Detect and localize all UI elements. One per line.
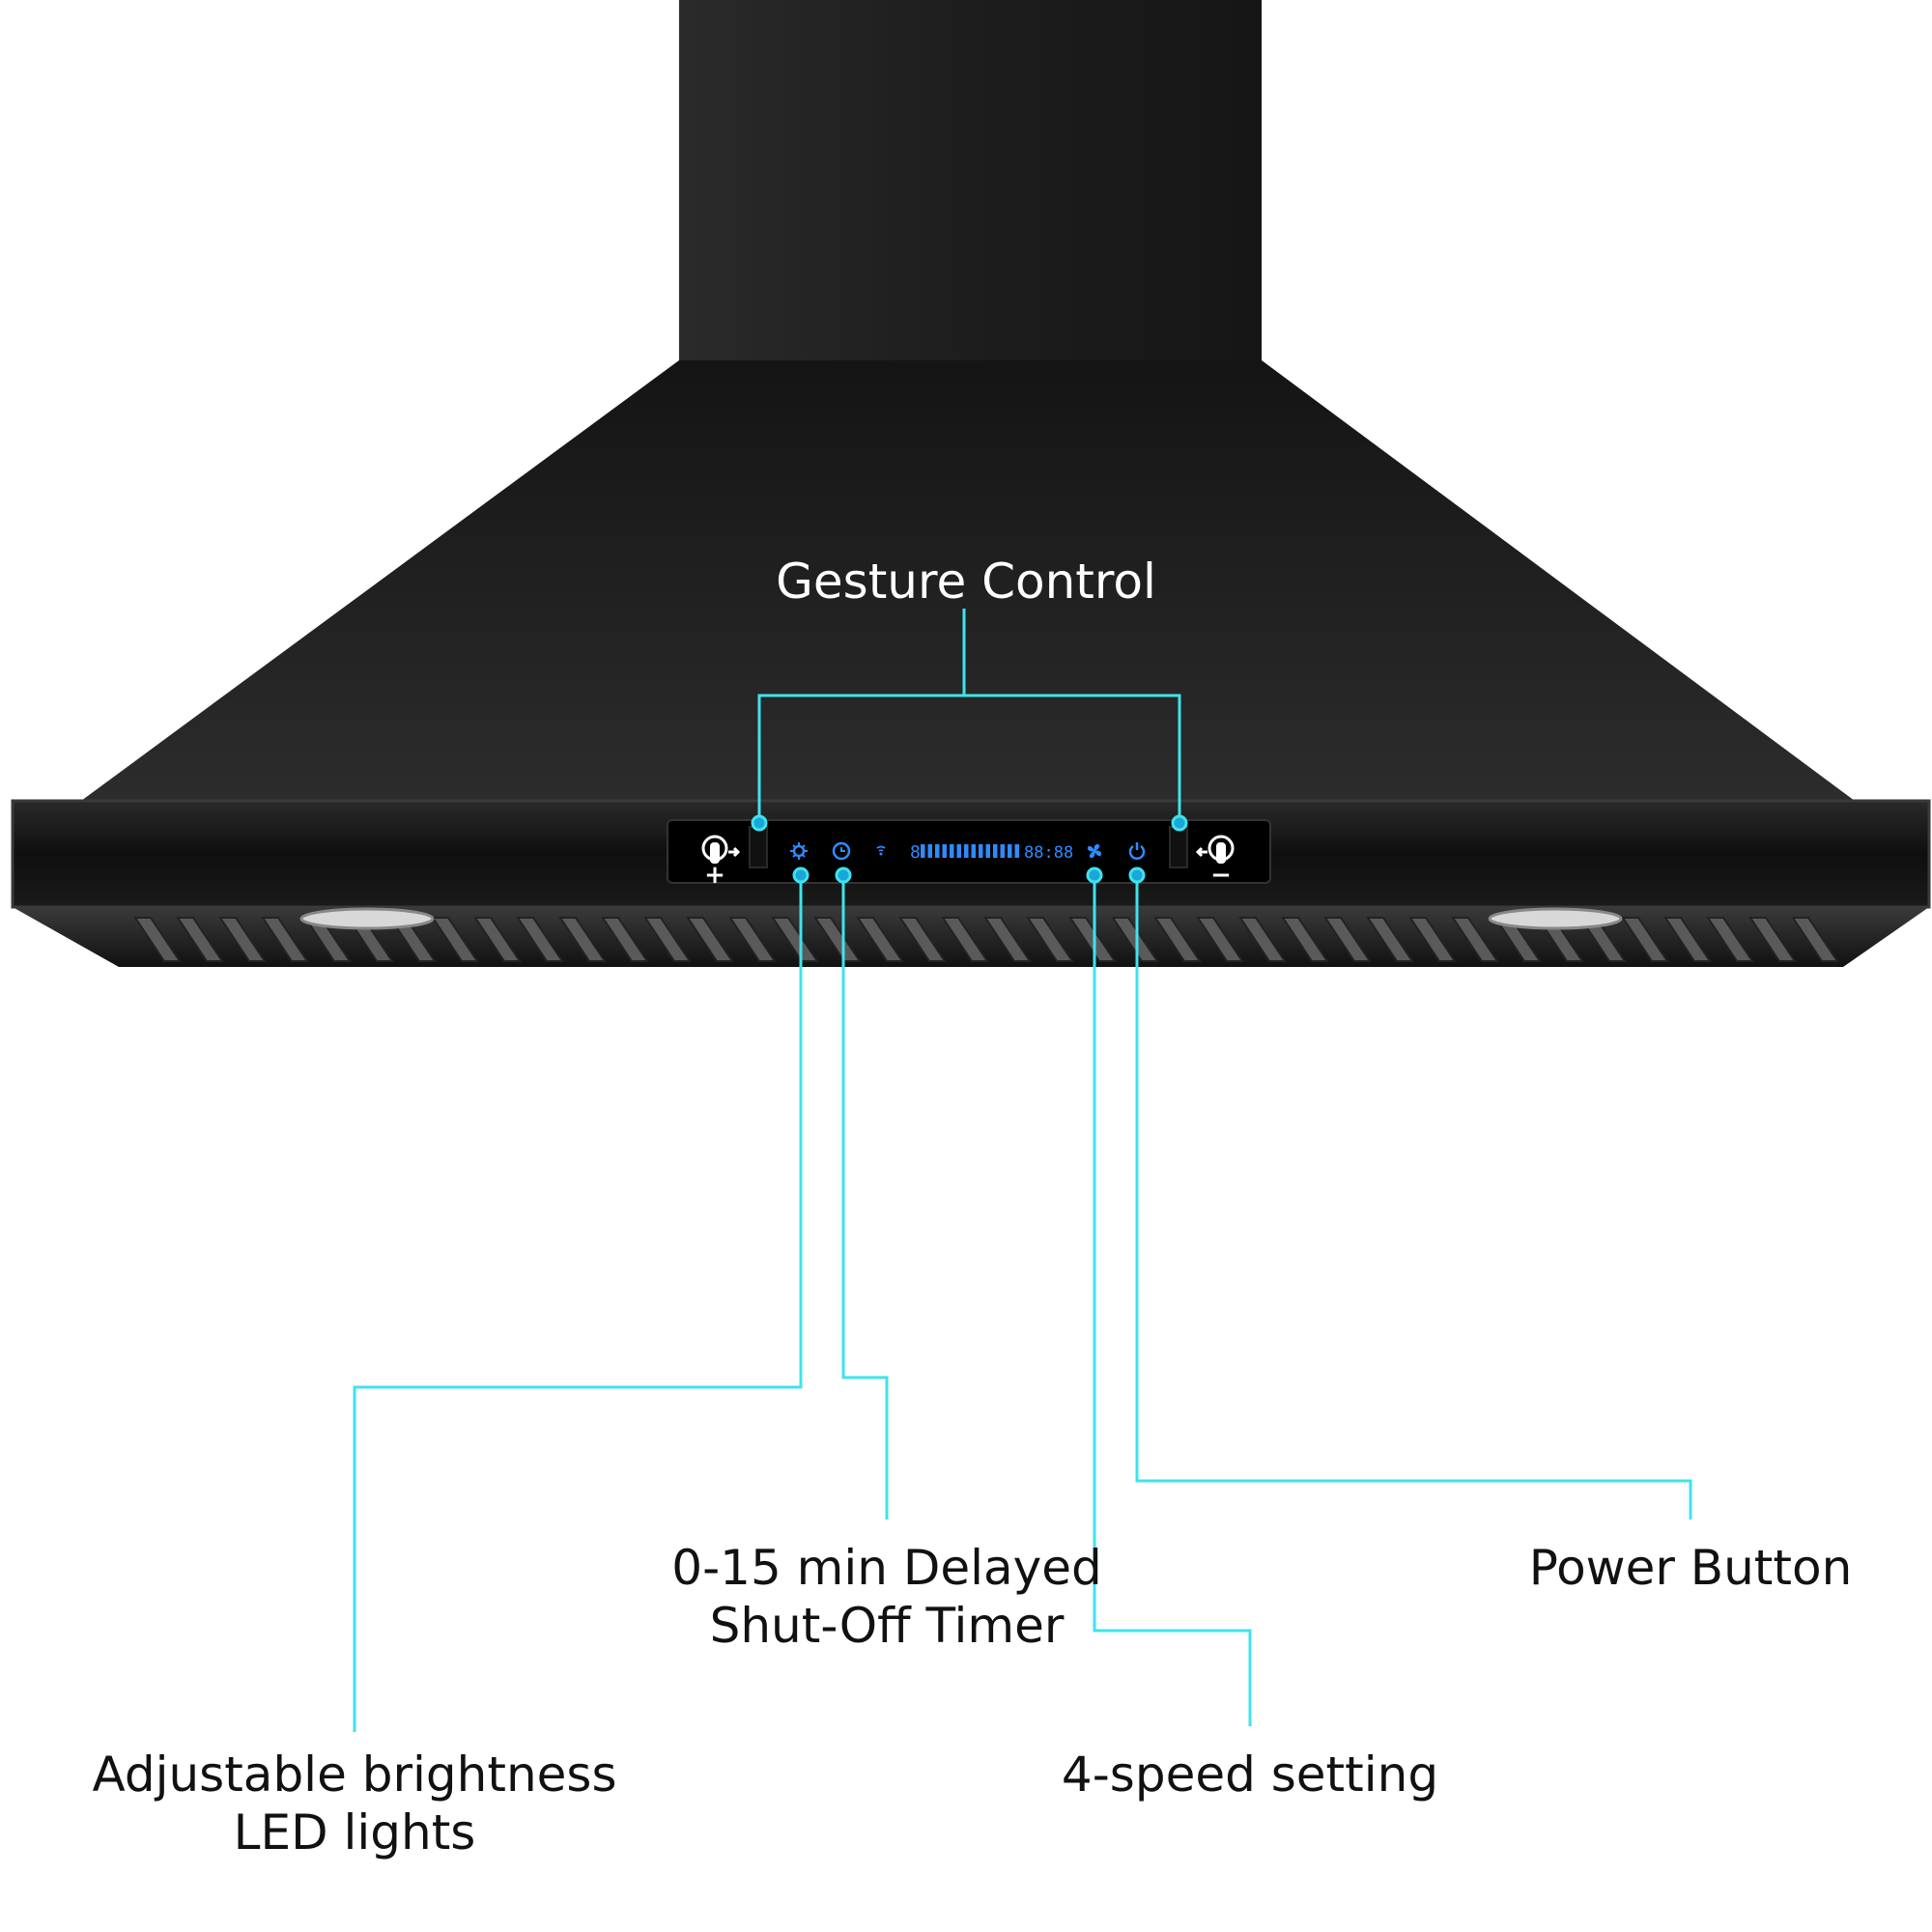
callout-dots	[751, 814, 1188, 884]
baffle-slat	[1451, 917, 1499, 962]
baffle-slat	[643, 917, 692, 962]
level-bar	[921, 844, 925, 858]
timer-label: 0-15 min Delayed Shut-Off Timer	[636, 1539, 1138, 1655]
baffle-slat	[1068, 917, 1117, 962]
gesture-hand-left-icon: +	[701, 835, 741, 890]
baffle-slat	[1153, 917, 1202, 962]
light-dot	[792, 867, 810, 884]
timer-label-line1: 0-15 min Delayed	[671, 1540, 1102, 1596]
power-dot	[1128, 867, 1146, 884]
level-bar	[964, 844, 969, 858]
baffle-slat	[558, 917, 607, 962]
baffle-slat	[431, 917, 479, 962]
baffle-slat	[1706, 917, 1754, 962]
level-bar	[985, 844, 990, 858]
baffle-slat	[1791, 917, 1839, 962]
timer-icon[interactable]	[832, 841, 851, 861]
gesture-minus-label: −	[1210, 861, 1232, 890]
baffle-slat	[1748, 917, 1797, 962]
level-bar	[1014, 844, 1019, 858]
baffle-slat	[1621, 917, 1669, 962]
baffle-slat	[1238, 917, 1287, 962]
baffle-slat	[1366, 917, 1414, 962]
speed-level-bars	[921, 844, 1019, 858]
baffle-slat	[218, 917, 267, 962]
baffle-slat	[941, 917, 989, 962]
gesture-sensor-right	[1169, 826, 1188, 868]
power-icon[interactable]	[1128, 842, 1146, 860]
baffle-slat	[856, 917, 904, 962]
gesture-sensor-left	[749, 826, 768, 868]
baffle-slat	[983, 917, 1032, 962]
wifi-icon	[876, 845, 886, 856]
baffle-slat	[176, 917, 224, 962]
timer-connector	[841, 875, 889, 1520]
level-bar	[971, 844, 976, 858]
led-lights-connector	[353, 875, 803, 1732]
baffle-slat	[1323, 917, 1372, 962]
baffle-slat	[1281, 917, 1329, 962]
led-label-line2: LED lights	[233, 1804, 476, 1861]
control-panel	[667, 819, 1271, 884]
baffle-slat	[473, 917, 522, 962]
led-light-left	[299, 907, 435, 930]
baffle-slat	[686, 917, 734, 962]
level-bar	[1000, 844, 1005, 858]
baffle-slat	[728, 917, 777, 962]
level-bar	[942, 844, 947, 858]
level-bar	[927, 844, 932, 858]
led-light-right	[1488, 907, 1623, 930]
baffle-filter-slats	[133, 917, 1839, 962]
led-label-line1: Adjustable brightness	[92, 1747, 617, 1803]
display-time: 88:88	[1024, 843, 1073, 863]
gesture-control-connector-right	[964, 694, 1181, 823]
baffle-slat	[1408, 917, 1457, 962]
gesture-hand-right-icon: −	[1195, 835, 1235, 890]
level-bar	[956, 844, 961, 858]
power-connector	[1135, 875, 1692, 1520]
baffle-slat	[813, 917, 862, 962]
fan-dot	[1086, 867, 1103, 884]
light-icon[interactable]	[790, 842, 808, 860]
gesture-control-label: Gesture Control	[776, 554, 1156, 610]
gesture-right-dot	[1171, 814, 1188, 832]
gesture-left-dot	[751, 814, 768, 832]
baffle-slat	[601, 917, 649, 962]
display-digit: 8	[910, 842, 921, 863]
speed-connector	[1093, 875, 1252, 1726]
baffle-slat	[1663, 917, 1712, 962]
power-button-label: Power Button	[1528, 1540, 1853, 1596]
fan-icon[interactable]	[1087, 843, 1102, 859]
baffle-slat	[261, 917, 309, 962]
baffle-slat	[1026, 917, 1074, 962]
baffle-slat	[771, 917, 819, 962]
led-lights-label: Adjustable brightness LED lights	[84, 1746, 625, 1861]
baffle-slat	[1111, 917, 1159, 962]
baffle-slat	[133, 917, 182, 962]
level-bar	[935, 844, 940, 858]
gesture-plus-label: +	[704, 861, 725, 890]
baffle-slat	[898, 917, 947, 962]
callout-lines	[353, 609, 1692, 1732]
hood-chimney	[679, 0, 1262, 362]
timer-dot	[835, 867, 852, 884]
gesture-control-connector	[757, 609, 966, 823]
baffle-slat	[516, 917, 564, 962]
level-bar	[1008, 844, 1012, 858]
baffle-slat	[1196, 917, 1244, 962]
hood-canopy	[81, 360, 1855, 801]
level-bar	[950, 844, 954, 858]
level-bar	[979, 844, 983, 858]
speed-setting-label: 4-speed setting	[1061, 1747, 1439, 1803]
timer-label-line2: Shut-Off Timer	[709, 1598, 1065, 1654]
level-bar	[993, 844, 998, 858]
